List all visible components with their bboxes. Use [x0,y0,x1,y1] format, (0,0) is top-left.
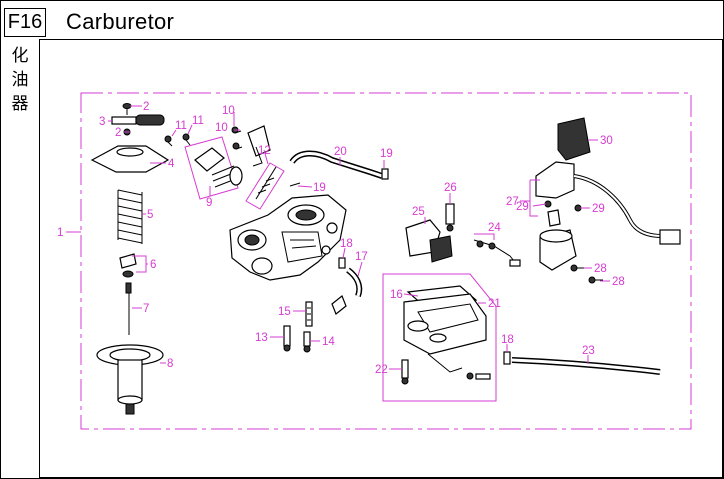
callout-25: 25 [412,206,425,218]
part-chamber-cap [90,145,170,173]
part-sensor-housing [535,161,577,271]
callout-11a: 11 [175,120,187,132]
callout-28a: 28 [594,263,607,275]
part-drain-screw [401,359,409,385]
part-jet-needle [125,282,132,335]
part-mixture-group [245,162,285,210]
part-choke-plunger [445,203,455,232]
chinese-char-3: 器 [11,94,29,114]
part-main-jet [283,325,291,352]
part-auto-choke [405,219,453,263]
part-sensor-screws [544,200,582,212]
section-code-box: F16 [4,8,46,37]
part-cable-adjuster [111,114,165,126]
part-throttle-screws [231,126,243,150]
callout-16: 16 [390,289,403,301]
callout-30: 30 [600,135,613,147]
part-mount-bolts [570,264,603,284]
callout-15: 15 [278,306,291,318]
callout-28b: 28 [612,276,625,288]
callout-2b: 2 [115,127,121,139]
callout-21: 21 [488,298,501,310]
callout-18b: 18 [501,334,514,346]
callout-22: 22 [375,364,388,376]
part-top-screw [122,103,132,115]
callout-13: 13 [255,332,268,344]
callout-20: 20 [334,146,347,158]
callout-6: 6 [150,259,156,271]
part-vent-hose [331,267,363,315]
callout-12: 12 [258,145,271,157]
callout-23: 23 [582,345,595,357]
part-bowl-screw [466,372,491,380]
part-needle-clip [119,253,137,278]
callout-29a: 29 [516,201,529,213]
page-title: Carburetor [66,9,175,34]
callout-29b: 29 [592,203,605,215]
part-sensor-cap [557,117,591,161]
callout-19a: 19 [380,148,393,160]
part-float-bowl-group [382,273,497,402]
part-throttle-bracket [247,125,271,167]
callout-8: 8 [167,358,173,370]
callout-4: 4 [168,158,175,170]
part-drain-tube [511,357,661,375]
callout-18a: 18 [340,238,353,250]
callout-26: 26 [444,182,457,194]
chinese-label: 化 油 器 [10,44,30,116]
diagram-panel [39,39,723,478]
part-pilot-jet [305,301,313,327]
assembly-boundary [80,92,692,430]
leader-lines [66,105,610,370]
callout-14: 14 [322,336,335,348]
part-enrichener-group [184,136,243,200]
callout-5: 5 [147,209,153,221]
callout-1: 1 [57,227,63,239]
part-fuel-hose [289,150,383,179]
callout-10a: 10 [222,105,235,117]
part-choke-screws [473,239,521,267]
callout-24: 24 [488,222,501,234]
callout-3: 3 [99,116,105,128]
callout-10b: 10 [215,122,228,134]
part-idle-screw-a [164,135,173,147]
part-main-jet-holder [303,331,311,353]
callout-17: 17 [355,251,368,263]
callout-7: 7 [143,303,149,315]
part-hose-clip-b [289,182,301,187]
callout-27: 27 [506,196,519,208]
part-diaphragm-slide [96,344,164,415]
part-vent-clip [338,257,346,269]
chinese-char-2: 油 [11,70,29,90]
part-drain-clip [503,351,511,365]
callout-11b: 11 [192,115,204,127]
callout-2a: 2 [143,101,149,113]
callout-19b: 19 [313,182,326,194]
part-idle-screw-b [182,133,191,146]
part-hose-clip-a [381,168,389,180]
part-sensor-wire [573,174,681,245]
callout-labels: 2 3 2 4 5 6 7 8 1 9 10 10 11 11 12 20 19… [57,101,625,376]
callout-9: 9 [206,197,212,209]
part-carburetor-body [229,194,347,281]
chinese-char-1: 化 [11,46,29,66]
part-spring [117,189,143,244]
